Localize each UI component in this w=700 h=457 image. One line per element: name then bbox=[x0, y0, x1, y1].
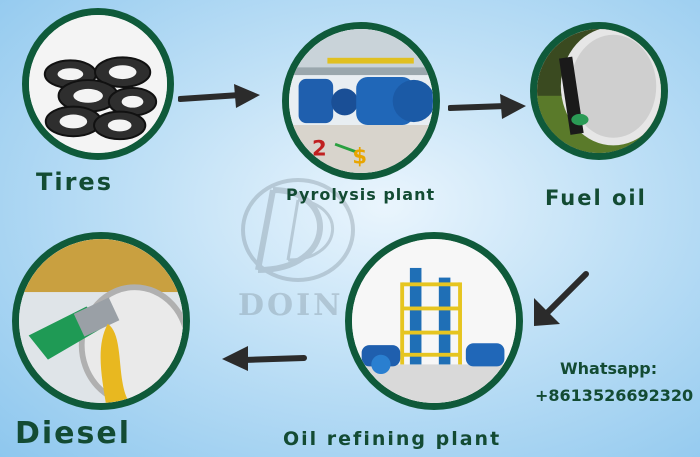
arrow-refining-to-diesel bbox=[222, 346, 307, 371]
diesel-nozzle-icon bbox=[19, 239, 183, 403]
step-label-tires: Tires bbox=[36, 168, 113, 196]
arrow-fuel-oil-to-refining bbox=[534, 271, 589, 326]
step-label-pyrolysis: Pyrolysis plant bbox=[286, 185, 436, 204]
step-diesel-image bbox=[12, 232, 190, 410]
step-refining-image bbox=[345, 232, 523, 410]
step-pyrolysis-image: 2 $ bbox=[282, 22, 440, 180]
oil-refining-plant-icon bbox=[352, 239, 516, 403]
dollar-badge: $ bbox=[352, 143, 367, 168]
whatsapp-label: Whatsapp: bbox=[560, 359, 658, 378]
step-label-refining: Oil refining plant bbox=[283, 428, 502, 450]
fuel-oil-icon bbox=[537, 29, 661, 153]
doing-logo-icon bbox=[241, 178, 355, 282]
watermark: DOIN bbox=[228, 170, 368, 334]
svg-text:2: 2 bbox=[312, 136, 327, 161]
step-tires-image bbox=[22, 8, 174, 160]
pyrolysis-plant-icon: 2 $ bbox=[289, 29, 433, 173]
step-label-diesel: Diesel bbox=[15, 416, 132, 451]
step-fuel-oil-image bbox=[530, 22, 668, 160]
tires-icon bbox=[29, 15, 167, 153]
watermark-text: DOIN bbox=[238, 288, 344, 323]
step-label-fuel-oil: Fuel oil bbox=[545, 186, 647, 210]
arrow-tires-to-pyrolysis bbox=[178, 84, 260, 108]
whatsapp-number: +8613526692320 bbox=[535, 386, 694, 405]
arrow-pyrolysis-to-fuel-oil bbox=[448, 94, 526, 119]
